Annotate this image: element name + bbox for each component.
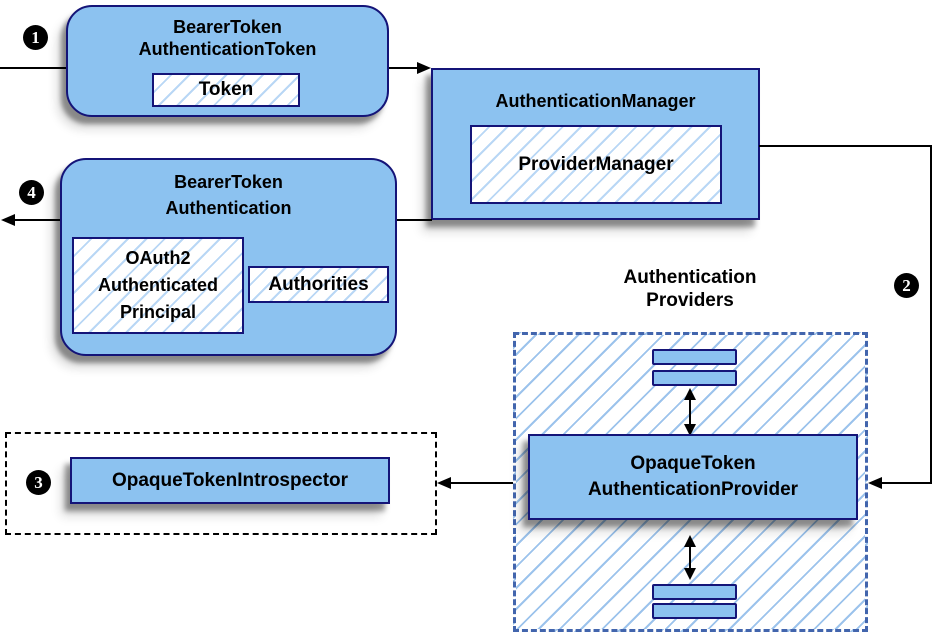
node-title-line: OpaqueTokenIntrospector [111, 469, 349, 491]
oauth2-authenticated-principal-inner-box: OAuth2 Authenticated Principal [72, 237, 244, 334]
provider-link-up-arrowhead-icon [684, 535, 696, 547]
provider-stack-bar [652, 584, 737, 600]
authorities-inner-box: Authorities [248, 266, 389, 303]
manager-to-provider-line-horizontal [759, 145, 932, 147]
authentication-manager-node: AuthenticationManager ProviderManager [431, 68, 760, 220]
step-2-number: 2 [902, 275, 911, 295]
provider-manager-label: ProviderManager [518, 153, 674, 175]
provider-stack-bar [652, 603, 737, 619]
provider-link-line-bottom [689, 544, 691, 571]
step-4-badge: 4 [19, 180, 44, 205]
node-title-line: AuthenticationToken [138, 39, 317, 59]
step-3-badge: 3 [26, 470, 51, 495]
provider-to-introspector-line [449, 482, 513, 484]
token-to-manager-arrowhead-icon [417, 62, 431, 74]
provider-stack-bar [652, 349, 737, 365]
provider-link-down-arrowhead-icon [684, 424, 696, 436]
authorities-label: Authorities [268, 273, 369, 295]
principal-line: Principal [119, 302, 196, 322]
token-to-manager-line [389, 67, 418, 69]
step-3-number: 3 [34, 472, 43, 492]
manager-to-authentication-line [396, 219, 432, 221]
manager-to-provider-line-bottom [880, 482, 932, 484]
provider-link-line-top [689, 397, 691, 428]
manager-to-provider-arrowhead-icon [868, 477, 882, 489]
node-title-line: Authentication [165, 198, 292, 218]
provider-link-down-arrowhead-icon [684, 568, 696, 580]
principal-line: Authenticated [97, 275, 218, 295]
principal-line: OAuth2 [125, 248, 191, 268]
step-1-badge: 1 [23, 25, 48, 50]
provider-link-up-arrowhead-icon [684, 388, 696, 400]
opaque-token-introspector-node: OpaqueTokenIntrospector [70, 457, 390, 504]
manager-to-provider-line-vertical [930, 145, 932, 484]
bearer-token-authentication-token-title: BearerToken AuthenticationToken [68, 16, 387, 60]
group-label-line: Providers [646, 290, 734, 311]
step-2-badge: 2 [894, 273, 919, 298]
node-title-line: BearerToken [173, 17, 282, 37]
opaque-token-authentication-provider-node: OpaqueToken AuthenticationProvider [528, 434, 858, 520]
provider-to-introspector-arrowhead-icon [437, 477, 451, 489]
provider-manager-inner-box: ProviderManager [470, 125, 722, 204]
group-label-line: Authentication [623, 267, 757, 288]
authentication-out-line [13, 219, 60, 221]
bearer-token-authentication-token-node: BearerToken AuthenticationToken Token [66, 5, 389, 117]
token-label: Token [198, 79, 254, 100]
provider-stack-bar [652, 370, 737, 386]
step-1-number: 1 [31, 27, 40, 47]
incoming-request-line [0, 67, 66, 69]
authentication-providers-label: Authentication Providers [550, 266, 830, 312]
node-title-line: OpaqueToken [630, 453, 756, 474]
bearer-token-authentication-title: BearerToken Authentication [62, 169, 395, 221]
authentication-out-arrowhead-icon [1, 214, 15, 226]
bearer-token-authentication-node: BearerToken Authentication OAuth2 Authen… [60, 158, 397, 356]
step-4-number: 4 [27, 182, 36, 202]
token-inner-box: Token [152, 73, 300, 107]
node-title-line: AuthenticationProvider [587, 479, 799, 500]
oauth2-authenticated-principal-label: OAuth2 Authenticated Principal [98, 245, 218, 326]
authentication-manager-title: AuthenticationManager [433, 90, 758, 112]
node-title-line: AuthenticationManager [495, 91, 696, 111]
node-title-line: BearerToken [174, 172, 283, 192]
